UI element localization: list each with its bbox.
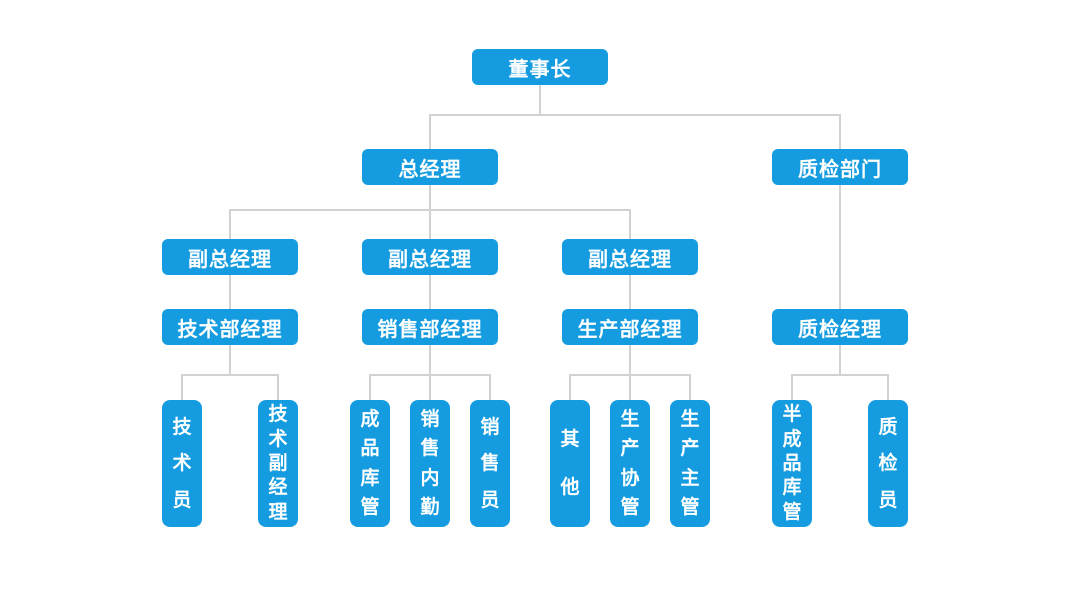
vertical-label-char: 他 [560,477,580,499]
connector-line [569,374,571,400]
vertical-label-char: 管 [620,496,640,518]
vertical-label-char: 经 [268,477,288,499]
connector-line [629,345,631,375]
vertical-label-char: 成 [782,428,802,450]
vertical-label-char: 术 [172,453,192,474]
vertical-label-char: 质 [878,416,898,438]
connector-line [369,374,371,400]
connector-line [429,275,431,309]
connector-line [181,374,183,400]
org-node-production-co-supervisor[interactable]: 生产协管 [610,400,650,527]
vertical-label-char: 技 [172,416,192,438]
vertical-label-char: 员 [172,489,192,511]
org-node-production-supervisor[interactable]: 生产主管 [670,400,710,527]
vertical-label-char: 理 [268,501,288,523]
vertical-label-char: 管 [680,496,700,518]
vertical-label-char: 勤 [420,496,440,518]
org-node-general-manager[interactable]: 总经理 [362,149,498,185]
connector-line [629,275,631,309]
vertical-label-char: 检 [878,453,898,474]
connector-line [839,185,841,309]
connector-line [429,114,431,149]
org-node-technician[interactable]: 技术员 [162,400,202,527]
vertical-label-char: 术 [268,428,288,450]
vertical-label-char: 品 [360,438,380,460]
vertical-label-char: 管 [782,501,802,523]
connector-line [277,374,279,400]
vertical-label-char: 售 [420,438,440,460]
vertical-label-char: 协 [620,467,640,489]
connector-line [229,275,231,309]
org-node-sales-dept-manager[interactable]: 销售部经理 [362,309,498,345]
vertical-label-char: 销 [420,409,440,431]
connector-line [229,209,231,239]
connector-line [229,345,231,375]
vertical-label-char: 半 [782,404,802,426]
vertical-label-char: 内 [420,467,440,489]
vertical-label-char: 销 [480,416,500,438]
connector-line [429,345,431,375]
connector-line [629,374,631,400]
connector-line [839,345,841,375]
vertical-label-char: 员 [878,489,898,511]
connector-line [429,209,431,239]
connector-line [429,114,841,116]
connector-line [791,374,793,400]
org-node-tech-dept-manager[interactable]: 技术部经理 [162,309,298,345]
vertical-label-char: 管 [360,496,380,518]
vertical-label-char: 副 [268,452,288,474]
org-node-deputy-gm-tech[interactable]: 副总经理 [162,239,298,275]
org-node-salesperson[interactable]: 销售员 [470,400,510,527]
org-node-production-dept-manager[interactable]: 生产部经理 [562,309,698,345]
vertical-label-char: 产 [680,438,700,460]
vertical-label-char: 库 [360,467,380,489]
connector-line [887,374,889,400]
org-node-deputy-gm-sales[interactable]: 副总经理 [362,239,498,275]
connector-line [629,209,631,239]
vertical-label-char: 其 [560,428,580,450]
connector-line [791,374,889,376]
connector-line [839,114,841,149]
org-node-tech-deputy-manager[interactable]: 技术副经理 [258,400,298,527]
org-node-sales-office-support[interactable]: 销售内勤 [410,400,450,527]
vertical-label-char: 售 [480,453,500,474]
vertical-label-char: 成 [360,409,380,431]
connector-line [429,374,431,400]
org-node-deputy-gm-production[interactable]: 副总经理 [562,239,698,275]
org-node-semi-finished-goods-keeper[interactable]: 半成品库管 [772,400,812,527]
org-node-qc-manager[interactable]: 质检经理 [772,309,908,345]
org-node-qc-inspector[interactable]: 质检员 [868,400,908,527]
org-node-chairman[interactable]: 董事长 [472,49,608,85]
vertical-label-char: 生 [680,409,700,431]
org-node-other[interactable]: 其他 [550,400,590,527]
connector-line [181,374,279,376]
connector-line [489,374,491,400]
connector-line [689,374,691,400]
vertical-label-char: 技 [268,404,288,426]
vertical-label-char: 生 [620,409,640,431]
org-node-qc-department[interactable]: 质检部门 [772,149,908,185]
connector-line [539,85,541,115]
connector-line [429,185,431,210]
vertical-label-char: 品 [782,452,802,474]
org-node-finished-goods-keeper[interactable]: 成品库管 [350,400,390,527]
vertical-label-char: 员 [480,489,500,511]
vertical-label-char: 主 [680,467,700,489]
vertical-label-char: 产 [620,438,640,460]
vertical-label-char: 库 [782,477,802,499]
